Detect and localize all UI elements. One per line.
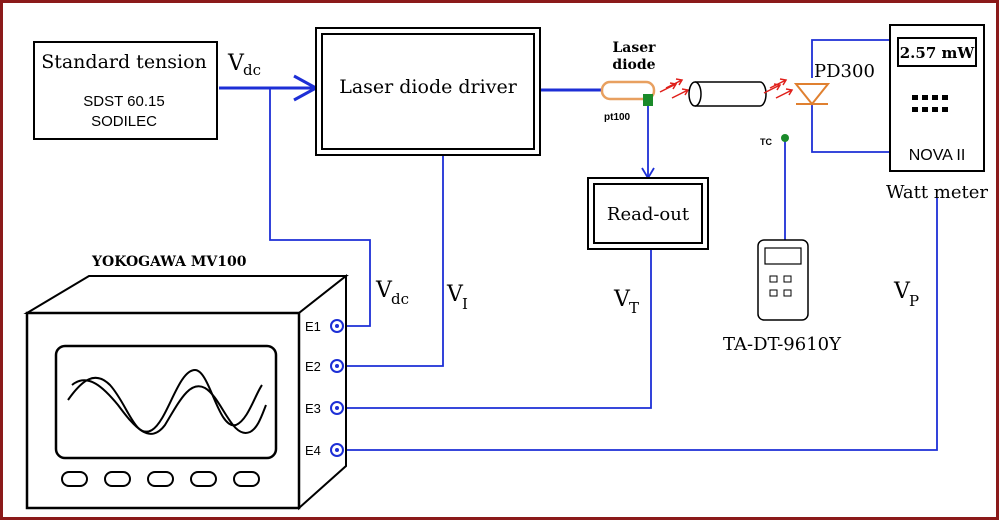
pd-wire-top <box>811 39 890 78</box>
recorder-button-1 <box>61 471 88 487</box>
recorder-button-2 <box>104 471 131 487</box>
watt-meter-label: Watt meter <box>886 182 988 203</box>
vdc-wire-e1 <box>269 88 371 327</box>
laser-diode-label-1: Laser <box>612 40 656 56</box>
laser-driver-label: Laser diode driver <box>339 76 517 98</box>
svg-text:T: T <box>629 299 639 317</box>
watt-meter: 2.57 mW NOVA II Watt meter <box>886 24 988 203</box>
thermometer-label: TA-DT-9610Y <box>723 334 842 355</box>
signal-labels: V dc V I V T V P <box>375 278 919 317</box>
readout-box: Read-out <box>587 177 709 250</box>
optical-fiber <box>688 81 767 107</box>
vi-label: V I <box>446 282 468 313</box>
svg-text:P: P <box>909 292 919 310</box>
recorder-button-3 <box>147 471 174 487</box>
vi-wire-e2 <box>342 155 444 367</box>
vdc-label: V dc <box>375 278 409 308</box>
input-e1-label: E1 <box>305 319 321 334</box>
standard-tension-maker: SODILEC <box>91 113 157 130</box>
standard-tension-title: Standard tension <box>41 51 207 73</box>
thermometer-keypad <box>769 275 792 297</box>
vt-label: V T <box>613 287 639 317</box>
svg-text:V: V <box>893 279 911 304</box>
laser-diode-body <box>600 80 656 101</box>
recorder-screen <box>54 344 278 460</box>
recorder-wave-1 <box>67 368 263 433</box>
vp-wire-e4 <box>342 198 938 451</box>
fiber-output-arrows <box>763 78 794 99</box>
input-e2-label: E2 <box>305 359 321 374</box>
photodiode: PD300 <box>793 61 875 106</box>
svg-text:I: I <box>462 295 468 313</box>
readout-label: Read-out <box>607 204 690 225</box>
vt-wire-e3 <box>342 249 652 409</box>
vdc-top-sub: dc <box>243 61 261 79</box>
thermometer-screen <box>764 247 802 265</box>
laser-beam-arrows <box>659 78 690 99</box>
photodiode-label: PD300 <box>814 61 875 82</box>
svg-text:dc: dc <box>391 290 409 308</box>
svg-text:V: V <box>375 278 393 303</box>
watt-meter-reading: 2.57 mW <box>900 44 976 62</box>
watt-meter-model: NOVA II <box>909 147 966 164</box>
watt-meter-keypad <box>912 95 948 112</box>
laser-diode: Laser diode pt100 <box>600 40 656 123</box>
recorder-top-face <box>23 275 349 314</box>
recorder-button-5 <box>233 471 260 487</box>
standard-tension-model: SDST 60.15 <box>83 93 164 110</box>
pt100-sensor <box>643 94 653 106</box>
tc-probe-tip <box>781 134 789 142</box>
standard-tension-box: Standard tension SDST 60.15 SODILEC <box>33 41 218 140</box>
yokogawa-recorder: YOKOGAWA MV100 E1 E2 E3 E4 <box>23 254 349 511</box>
svg-text:V: V <box>613 287 631 312</box>
recorder-button-4 <box>190 471 217 487</box>
laser-diode-label-2: diode <box>612 57 655 73</box>
svg-text:V: V <box>446 282 464 307</box>
vdc-top-main: V <box>227 51 245 76</box>
vp-label: V P <box>893 279 919 310</box>
pt100-label: pt100 <box>604 112 631 123</box>
watt-meter-display <box>897 37 977 67</box>
tc-label: TC <box>760 137 772 147</box>
recorder-wave-2 <box>71 379 267 435</box>
wiring <box>219 39 938 451</box>
vdc-top-label: V dc <box>227 51 261 79</box>
thermometer: TC TA-DT-9610Y <box>723 134 842 355</box>
laser-driver-box: Laser diode driver <box>315 27 541 156</box>
input-e3-label: E3 <box>305 401 321 416</box>
recorder-buttons <box>61 471 260 487</box>
input-e4-label: E4 <box>305 443 321 458</box>
recorder-side-face <box>298 273 347 511</box>
recorder-title: YOKOGAWA MV100 <box>91 254 247 270</box>
pd-wire-bottom <box>811 105 890 153</box>
